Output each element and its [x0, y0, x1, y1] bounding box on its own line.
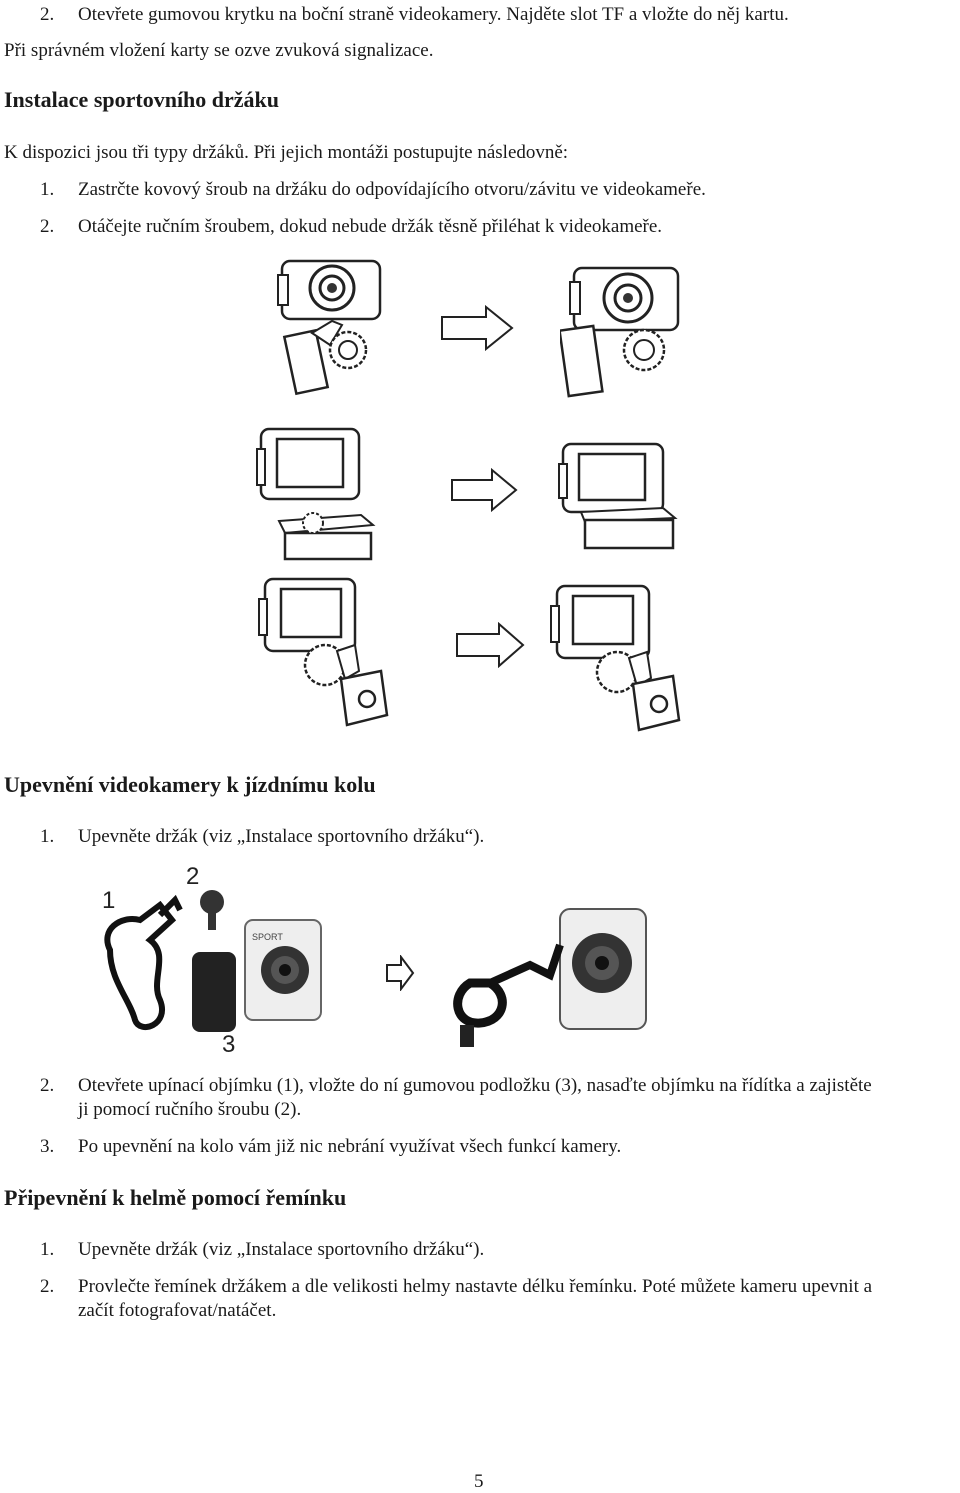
helmet-step-number: 2.: [40, 1276, 55, 1297]
sport-step-number: 2.: [40, 216, 55, 237]
helmet-step-number: 1.: [40, 1239, 55, 1260]
arrow-right-icon: [385, 955, 415, 991]
helmet-step-text-continued: začít fotografovat/natáčet.: [78, 1300, 277, 1321]
helmet-step-text: Upevněte držák (viz „Instalace sportovní…: [78, 1239, 485, 1260]
sport-step-number: 1.: [40, 179, 55, 200]
intro-note: Při správném vložení karty se ozve zvuko…: [4, 40, 434, 61]
camera-clip-mount-illustration-before: [255, 575, 395, 735]
camera-mount-illustration-after: [560, 262, 690, 402]
bike-step-text-continued: ji pomocí ručního šroubu (2).: [78, 1099, 302, 1120]
camera-flat-mount-illustration-after: [555, 440, 680, 555]
sport-mount-intro: K dispozici jsou tři typy držáků. Při je…: [4, 142, 569, 163]
bike-step-text: Otevřete upínací objímku (1), vložte do …: [78, 1075, 872, 1096]
helmet-step-text: Provlečte řemínek držákem a dle velikost…: [78, 1276, 873, 1297]
sport-step-text: Zastrčte kovový šroub na držáku do odpov…: [78, 179, 706, 200]
intro-item-text: Otevřete gumovou krytku na boční straně …: [78, 4, 789, 25]
part-label: 1: [102, 887, 115, 914]
page-number: 5: [474, 1471, 484, 1492]
sport-step-text: Otáčejte ručním šroubem, dokud nebude dr…: [78, 216, 663, 237]
bike-step-number: 3.: [40, 1136, 55, 1157]
arrow-right-icon: [455, 622, 525, 668]
section-heading-helmet-mount: Připevnění k helmě pomocí řemínku: [4, 1185, 347, 1210]
intro-item-number: 2.: [40, 4, 55, 25]
section-heading-bike-mount: Upevnění videokamery k jízdnímu kolu: [4, 772, 376, 797]
arrow-right-icon: [440, 305, 514, 351]
camera-mount-illustration-before: [270, 255, 390, 400]
bike-step-text: Po upevnění na kolo vám již nic nebrání …: [78, 1136, 622, 1157]
bike-step-number: 1.: [40, 826, 55, 847]
bike-mount-parts-photo: 1 2 3 SPORT: [80, 860, 360, 1060]
camera-brand-label: SPORT: [252, 932, 283, 942]
bike-mount-assembled-photo: [440, 905, 650, 1055]
camera-flat-mount-illustration-before: [255, 425, 380, 570]
bike-step-text: Upevněte držák (viz „Instalace sportovní…: [78, 826, 485, 847]
part-label: 2: [186, 863, 199, 890]
bike-step-number: 2.: [40, 1075, 55, 1096]
part-label: 3: [222, 1031, 235, 1058]
section-heading-sport-mount: Instalace sportovního držáku: [4, 87, 280, 112]
camera-clip-mount-illustration-after: [545, 580, 690, 735]
arrow-right-icon: [450, 468, 518, 512]
